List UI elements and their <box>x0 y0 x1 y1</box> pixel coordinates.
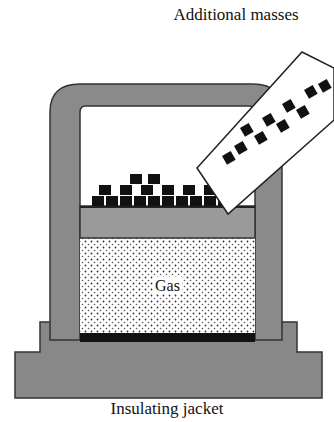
node-label: Gas <box>153 277 182 295</box>
gas-chamber: Gas <box>80 238 255 333</box>
additional-mass-blocks <box>222 79 332 165</box>
part-label: Additional masses <box>173 6 298 25</box>
part-label: Insulating jacket <box>111 400 224 419</box>
tilted-tray <box>197 52 334 214</box>
gas-region <box>80 238 255 333</box>
bottom-plate <box>80 333 255 342</box>
